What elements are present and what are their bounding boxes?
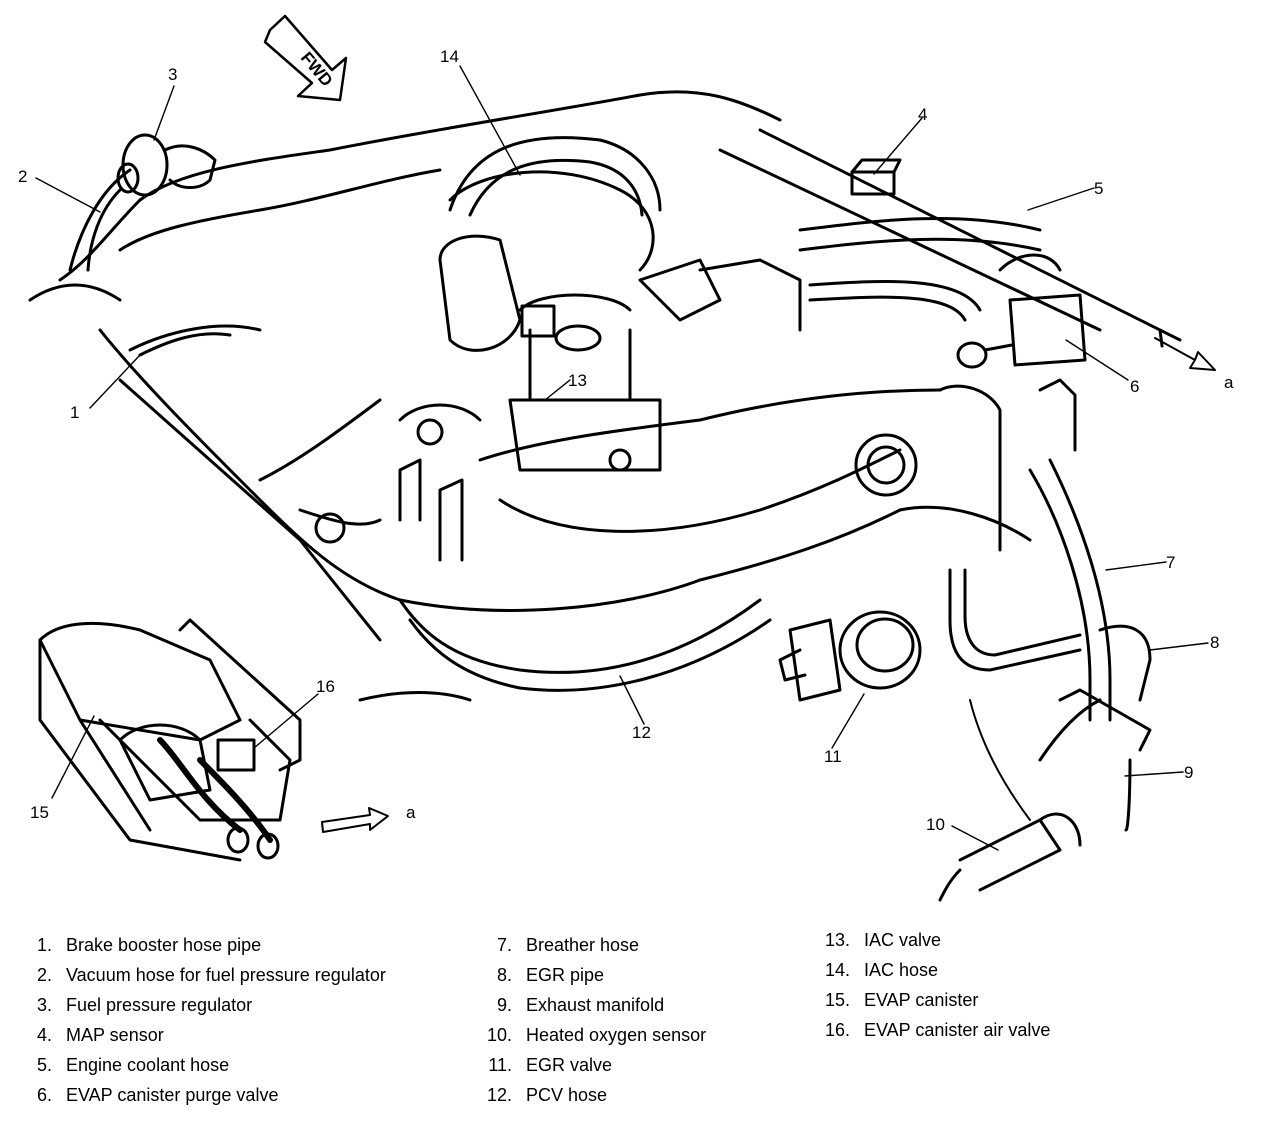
pcv-hose-path xyxy=(398,598,762,674)
legend-column-1: 1. Brake booster hose pipe 2. Vacuum hose … xyxy=(30,930,386,1110)
legend-label: EVAP canister air valve xyxy=(864,1020,1051,1040)
legend-label: Engine coolant hose xyxy=(66,1055,230,1075)
legend-item: 7. Breather hose xyxy=(480,930,706,960)
callout-16: 16 xyxy=(316,677,335,696)
evap-purge-valve xyxy=(956,253,1087,369)
legend-number: 14. xyxy=(824,960,850,980)
breather-hose-path xyxy=(1028,468,1092,722)
brake-booster-hose-path xyxy=(138,332,232,357)
legend-item: 8. EGR pipe xyxy=(480,960,706,990)
legend-item: 15. EVAP canister xyxy=(818,985,1050,1015)
legend-label: EVAP canister purge valve xyxy=(66,1085,279,1105)
callout-4: 4 xyxy=(918,105,927,124)
legend-item: 4. MAP sensor xyxy=(30,1020,386,1050)
legend-number: 12. xyxy=(486,1085,512,1105)
callout-9: 9 xyxy=(1184,763,1193,782)
leader-lines xyxy=(35,65,1209,851)
map-sensor xyxy=(850,158,902,196)
frame-rails xyxy=(28,128,1182,702)
legend-label: PCV hose xyxy=(526,1085,608,1105)
callout-11: 11 xyxy=(824,747,842,766)
callout-2: 2 xyxy=(18,167,27,186)
legend-label: Fuel pressure regulator xyxy=(66,995,253,1015)
legend-item: 10. Heated oxygen sensor xyxy=(480,1020,706,1050)
engine-components-diagram: FWD xyxy=(18,14,1234,902)
legend-number: 6. xyxy=(36,1085,52,1105)
legend-item: 14. IAC hose xyxy=(818,955,1050,985)
legend-label: EGR valve xyxy=(526,1055,613,1075)
callout-14: 14 xyxy=(440,47,459,66)
legend-item: 1. Brake booster hose pipe xyxy=(30,930,386,960)
forward-arrow: FWD xyxy=(263,14,348,102)
connector-arrow-right xyxy=(1154,328,1216,371)
fuel-pressure-regulator xyxy=(116,133,217,197)
legend-number: 2. xyxy=(36,965,52,985)
legend-label: EVAP canister xyxy=(864,990,979,1010)
connector-label-inset: a xyxy=(406,803,416,822)
callout-6: 6 xyxy=(1130,377,1139,396)
legend-item: 6. EVAP canister purge valve xyxy=(30,1080,386,1110)
callout-1: 1 xyxy=(70,403,79,422)
callout-15: 15 xyxy=(30,803,49,822)
callout-12: 12 xyxy=(632,723,651,742)
legend-number: 9. xyxy=(496,995,512,1015)
legend-number: 5. xyxy=(36,1055,52,1075)
intake-manifold xyxy=(58,90,1077,612)
legend-item: 13. IAC valve xyxy=(818,925,1050,955)
legend-label: Heated oxygen sensor xyxy=(526,1025,707,1045)
exhaust-manifold xyxy=(1038,688,1152,832)
legend-number: 8. xyxy=(496,965,512,985)
egr-valve xyxy=(778,610,922,702)
legend-number: 3. xyxy=(36,995,52,1015)
callout-8: 8 xyxy=(1210,633,1219,652)
legend-number: 1. xyxy=(36,935,52,955)
connector-arrow-inset xyxy=(321,807,389,833)
callout-3: 3 xyxy=(168,65,177,84)
legend-label: IAC hose xyxy=(864,960,939,980)
legend-number: 10. xyxy=(486,1025,512,1045)
legend-number: 4. xyxy=(36,1025,52,1045)
legend-label: IAC valve xyxy=(864,930,942,950)
legend-item: 16. EVAP canister air valve xyxy=(818,1015,1050,1045)
vacuum-hose-path xyxy=(68,168,132,272)
evap-canister-inset xyxy=(38,618,302,862)
connector-label-right: a xyxy=(1224,373,1234,392)
legend-number: 16. xyxy=(824,1020,850,1040)
legend-label: EGR pipe xyxy=(526,965,605,985)
legend-label: MAP sensor xyxy=(66,1025,164,1045)
legend-column-3: 13. IAC valve 14. IAC hose 15. EVAP caniste… xyxy=(818,925,1050,1045)
legend-number: 13. xyxy=(824,930,850,950)
legend-item: 9. Exhaust manifold xyxy=(480,990,706,1020)
heated-oxygen-sensor xyxy=(938,699,1082,902)
legend-item: 11. EGR valve xyxy=(480,1050,706,1080)
callout-7: 7 xyxy=(1166,553,1175,572)
legend-item: 3. Fuel pressure regulator xyxy=(30,990,386,1020)
legend-item: 2. Vacuum hose for fuel pressure regulato… xyxy=(30,960,386,990)
legend-item: 5. Engine coolant hose xyxy=(30,1050,386,1080)
legend-number: 7. xyxy=(496,935,512,955)
throttle-body-assembly xyxy=(438,170,802,472)
callout-5: 5 xyxy=(1094,179,1103,198)
legend-label: Breather hose xyxy=(526,935,640,955)
legend-number: 11. xyxy=(488,1055,512,1075)
coolant-hose-path xyxy=(798,216,1042,232)
egr-pipe-path xyxy=(948,568,1082,672)
legend-item: 12. PCV hose xyxy=(480,1080,706,1110)
callout-13: 13 xyxy=(568,371,587,390)
legend-column-2: 7. Breather hose 8. EGR pipe 9. Exhaust man… xyxy=(480,930,706,1110)
callout-10: 10 xyxy=(926,815,945,834)
legend-label: Brake booster hose pipe xyxy=(66,935,262,955)
hoses xyxy=(68,136,1152,722)
callout-numbers: 1 2 3 4 5 6 7 8 9 10 11 12 13 14 15 16 a… xyxy=(18,47,1234,834)
legend-label: Exhaust manifold xyxy=(526,995,665,1015)
legend-number: 15. xyxy=(824,990,850,1010)
legend-label: Vacuum hose for fuel pressure regulator xyxy=(66,965,386,985)
